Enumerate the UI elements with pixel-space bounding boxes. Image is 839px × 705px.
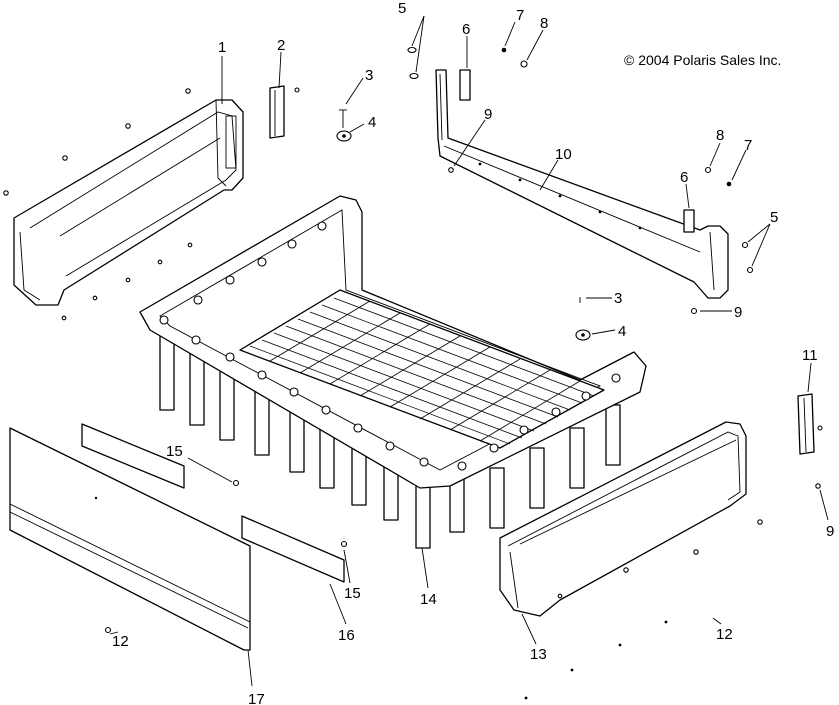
- part-3-4-bolt-nut-upper: [336, 109, 352, 142]
- callout-9b: 9: [734, 304, 742, 321]
- part-17-tailgate: [9, 427, 251, 651]
- callout-7b: 7: [744, 137, 752, 154]
- part-13-right-side-panel: [499, 421, 763, 700]
- callout-15b: 15: [344, 585, 361, 602]
- part-14-cargo-box: [139, 195, 647, 549]
- callout-5: 5: [398, 0, 406, 17]
- callout-12a: 12: [112, 633, 129, 650]
- callout-4b: 4: [618, 323, 626, 340]
- callout-11: 11: [802, 347, 818, 364]
- callout-8b: 8: [716, 127, 724, 144]
- callout-labels: 1 2 3 4 5 6 7 8 9 10 8 7 6 5 3 9 4 11 15…: [112, 0, 834, 705]
- callout-3: 3: [365, 67, 373, 84]
- callout-15a: 15: [166, 443, 183, 460]
- part-11-clip: [797, 393, 823, 489]
- callout-1: 1: [218, 39, 226, 56]
- callout-8: 8: [540, 15, 548, 32]
- part-15-16-strips: [81, 423, 348, 583]
- callout-6: 6: [462, 21, 470, 38]
- callout-16: 16: [338, 627, 355, 644]
- callout-12b: 12: [716, 626, 733, 643]
- callout-9c: 9: [826, 523, 834, 540]
- callout-7: 7: [516, 7, 524, 24]
- callout-4: 4: [368, 114, 376, 131]
- callout-2: 2: [277, 37, 285, 54]
- copyright-notice: © 2004 Polaris Sales Inc.: [624, 52, 781, 68]
- callout-6b: 6: [680, 169, 688, 186]
- callout-3b: 3: [614, 290, 622, 307]
- callout-9: 9: [484, 106, 492, 123]
- part-10-rear-rail: [435, 69, 729, 299]
- callout-17: 17: [248, 691, 265, 705]
- part-1-left-side-panel: [3, 88, 244, 321]
- rail-hardware: [407, 46, 754, 341]
- callout-14: 14: [420, 591, 437, 608]
- leader-lines: [109, 15, 829, 687]
- callout-5b: 5: [770, 209, 778, 226]
- callout-10: 10: [555, 146, 572, 163]
- part-2-clip: [269, 85, 300, 139]
- callout-13: 13: [530, 646, 547, 663]
